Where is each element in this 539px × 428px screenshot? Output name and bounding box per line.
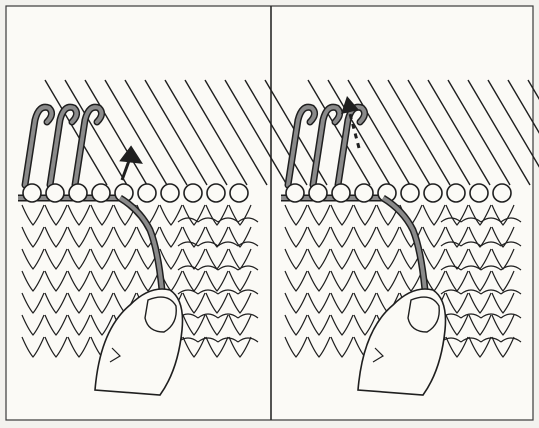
needle-loop (184, 184, 202, 202)
needle-loop (286, 184, 304, 202)
needle-loop (92, 184, 110, 202)
needle-loop (493, 184, 511, 202)
needle-loop (230, 184, 248, 202)
needle-loop (309, 184, 327, 202)
needle-loop (470, 184, 488, 202)
needle-loop (207, 184, 225, 202)
needle-loop (355, 184, 373, 202)
figure-frame (6, 6, 533, 420)
needle-loop (138, 184, 156, 202)
needle-loop (46, 184, 64, 202)
needle-loop (332, 184, 350, 202)
needle-loop (424, 184, 442, 202)
needle-loop (401, 184, 419, 202)
needle-loop (447, 184, 465, 202)
needle-loop (69, 184, 87, 202)
needle-loop (23, 184, 41, 202)
needle-loop (161, 184, 179, 202)
